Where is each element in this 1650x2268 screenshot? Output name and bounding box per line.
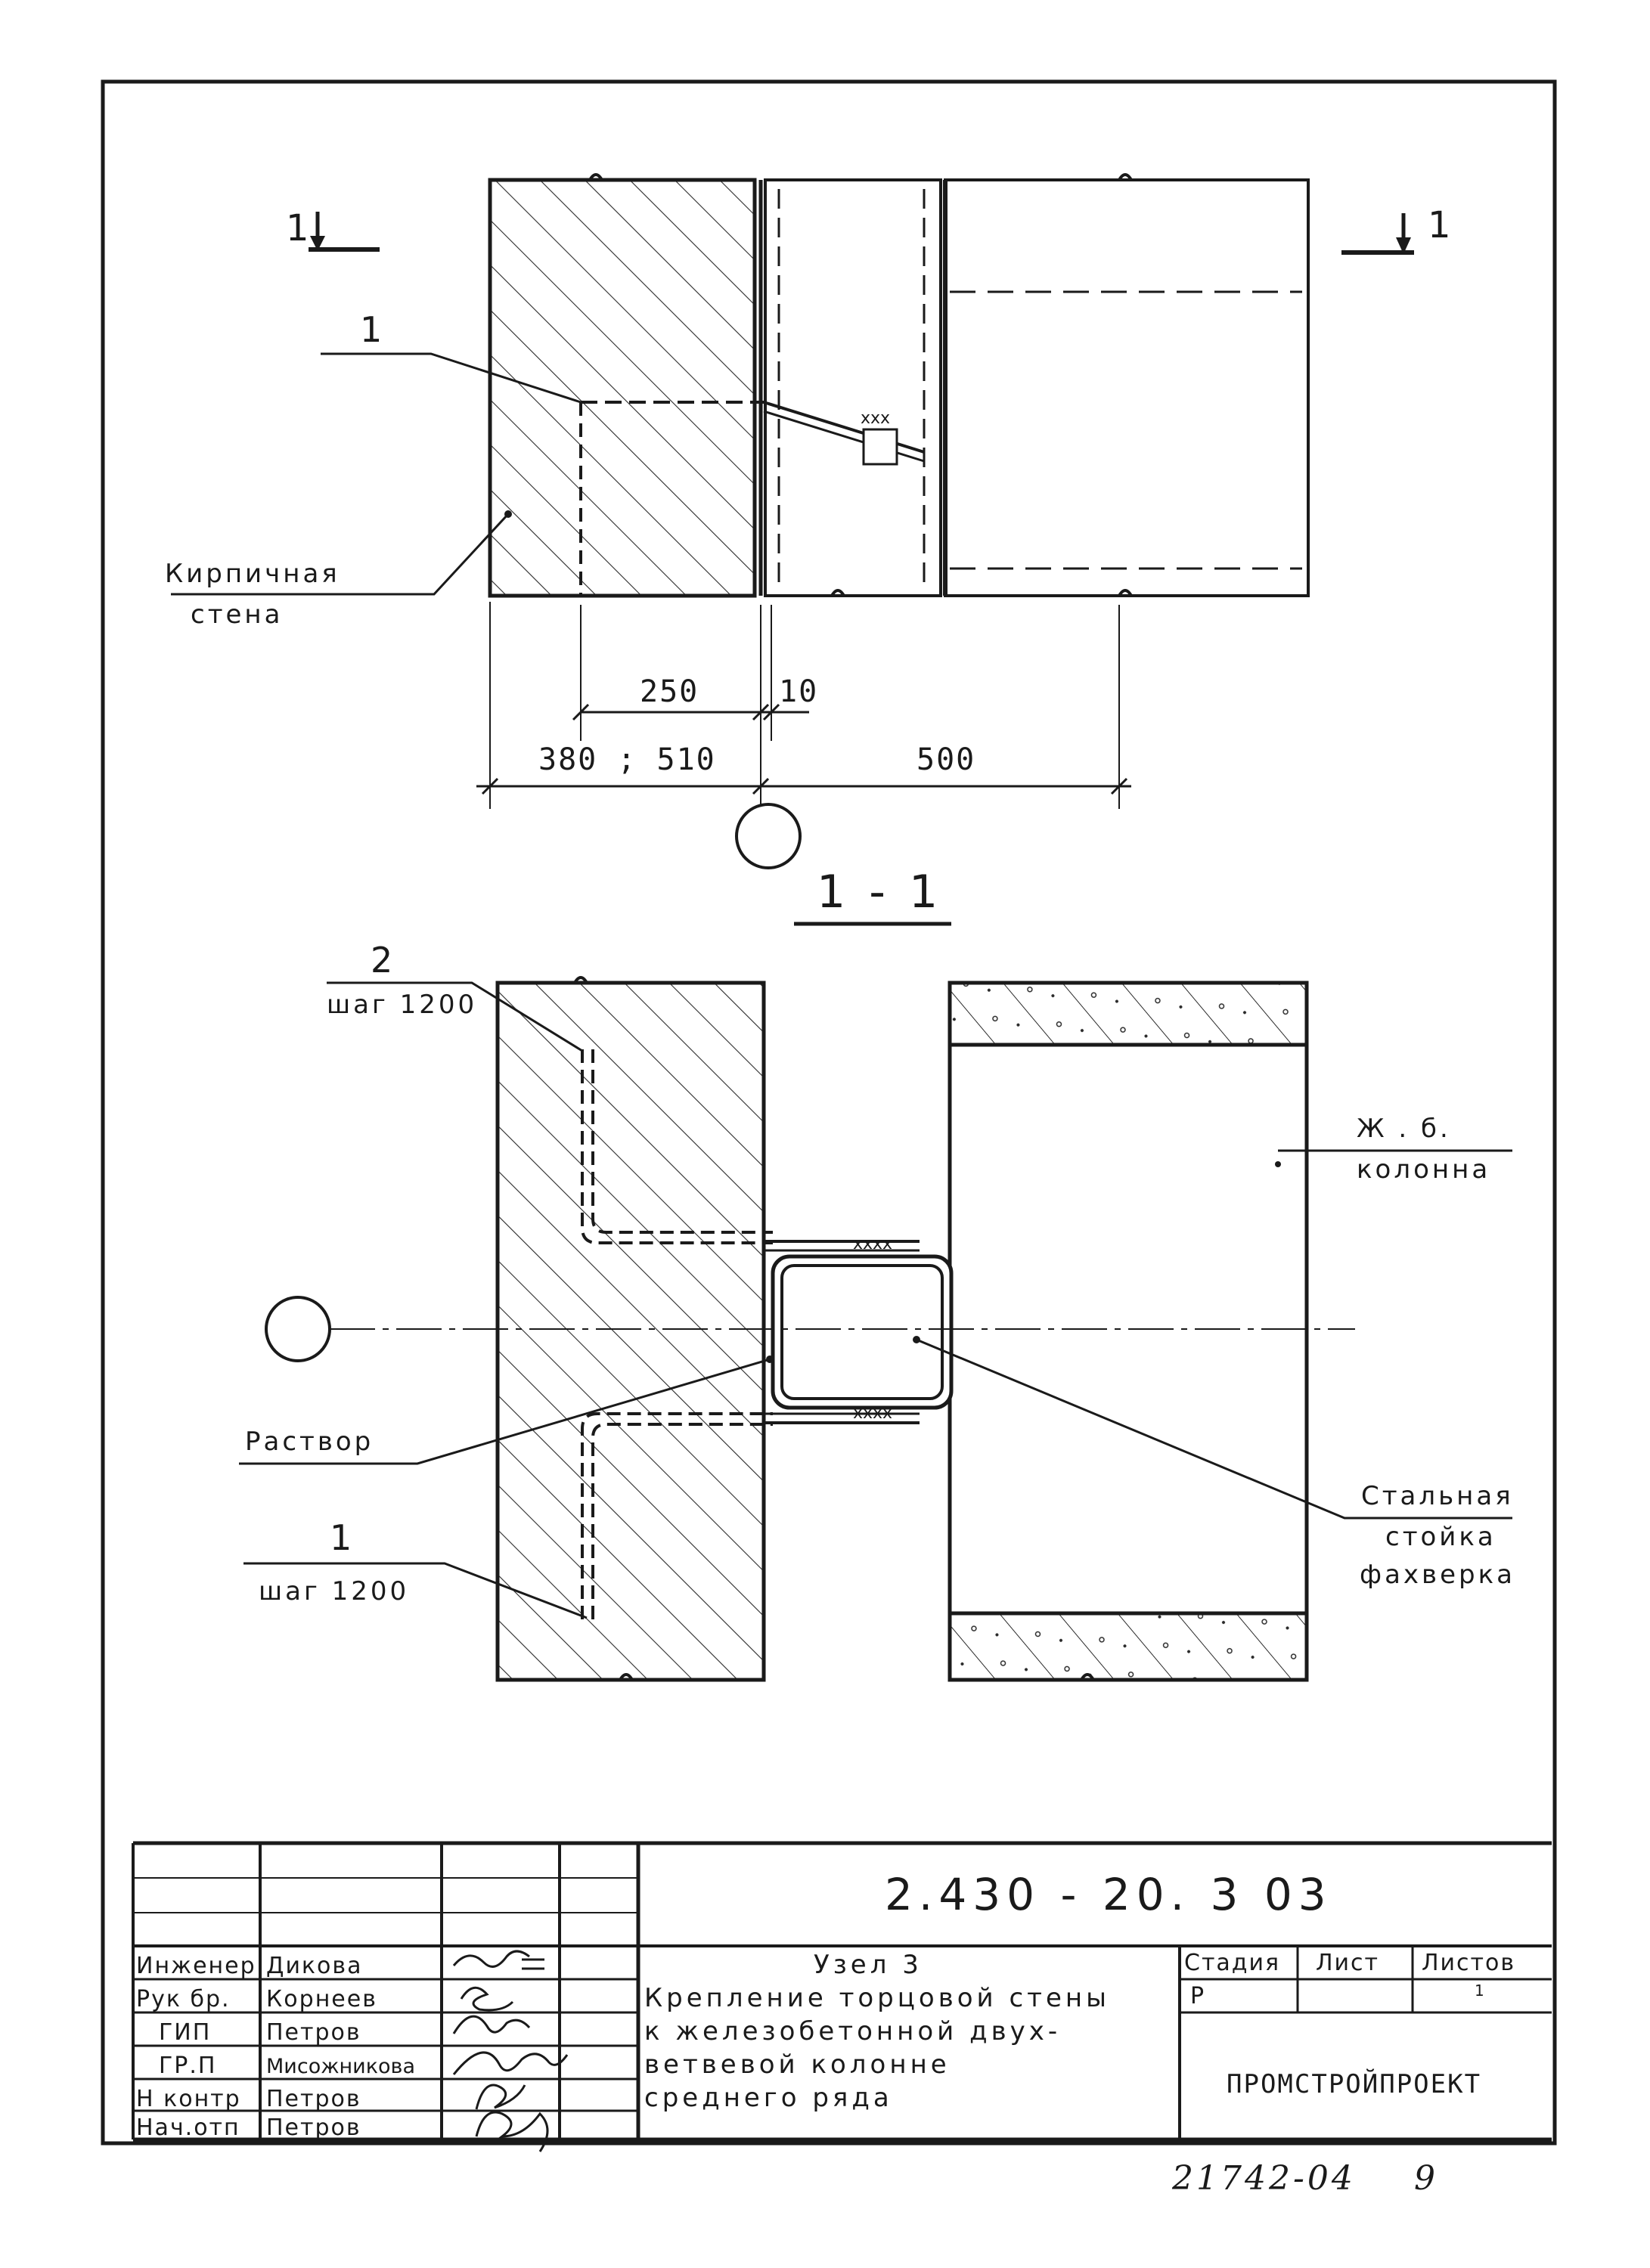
name-chief-specialist: Мисожникова xyxy=(266,2055,415,2078)
title-block: 2.430 - 20. 3 03 Инженер Рук бр. ГИП ГР.… xyxy=(132,1841,1552,2152)
axis-bubble-plan xyxy=(735,803,802,869)
column-label-2: колонна xyxy=(1357,1154,1490,1185)
role-chief-engineer: ГИП xyxy=(159,2019,211,2046)
anchor-rod-2-section xyxy=(581,1049,773,1244)
mortar-label: Раствор xyxy=(245,1427,374,1457)
page-number: 9 xyxy=(1414,2159,1438,2198)
weld-plate-plan xyxy=(862,428,898,466)
document-code: 2.430 - 20. 3 03 xyxy=(885,1869,1332,1920)
brick-wall-label-2: стена xyxy=(191,600,283,630)
axis-bubble-section xyxy=(265,1296,331,1362)
section-callout-1: 1 xyxy=(330,1517,356,1558)
steel-post-label-2: стойка xyxy=(1385,1522,1496,1552)
steel-post-plan xyxy=(764,178,942,597)
node-title: Узел 3 xyxy=(814,1950,923,1980)
desc-line-2: к железобетонной двух- xyxy=(644,2016,1061,2046)
organization-name: ПРОМСТРОЙПРОЕКТ xyxy=(1227,2068,1481,2099)
stage-header: Стадия xyxy=(1184,1950,1280,1976)
concrete-column-plan xyxy=(944,178,1310,597)
dim-380-510: 380 ; 510 xyxy=(538,742,716,777)
section-step-1: шаг 1200 xyxy=(259,1576,409,1606)
section-mark-right: 1 xyxy=(1428,204,1456,246)
plan-view: xxx 1 1 1 Кирпичная стена 250 10 xyxy=(165,173,1456,869)
archive-number: 21742-04 xyxy=(1171,2159,1356,2198)
anchor-rod-1-section xyxy=(581,1412,773,1619)
signatures xyxy=(452,1950,569,2152)
dim-10: 10 xyxy=(779,674,818,709)
concrete-flange-bottom xyxy=(948,1611,1309,1682)
dim-250: 250 xyxy=(640,674,699,709)
svg-text:xxxx: xxxx xyxy=(853,1235,892,1253)
plan-callout-1: 1 xyxy=(360,309,386,350)
sheet-header: Лист xyxy=(1316,1950,1379,1976)
role-norm-control: Н контр xyxy=(136,2086,241,2112)
concrete-column-section xyxy=(948,981,1309,1682)
desc-line-3: ветвевой колонне xyxy=(644,2050,951,2080)
svg-text:xxxx: xxxx xyxy=(853,1404,892,1423)
name-engineer: Дикова xyxy=(266,1953,362,1979)
steel-post-label-3: фахверка xyxy=(1360,1560,1515,1590)
name-norm-control: Петров xyxy=(266,2086,361,2112)
name-dept-head: Петров xyxy=(266,2115,361,2141)
column-label-1: Ж . б. xyxy=(1357,1114,1451,1144)
role-dept-head: Нач.отп xyxy=(136,2115,240,2141)
sheets-header: Листов xyxy=(1422,1950,1515,1976)
sheet-frame xyxy=(101,79,1557,2146)
role-chief-specialist: ГР.П xyxy=(159,2053,216,2079)
section-step-2: шаг 1200 xyxy=(327,990,477,1020)
name-chief-engineer: Петров xyxy=(266,2019,361,2046)
desc-line-4: среднего ряда xyxy=(644,2083,893,2113)
sheets-value: 1 xyxy=(1475,1981,1486,2000)
brick-wall-section xyxy=(495,981,766,1682)
brick-wall-label-1: Кирпичная xyxy=(165,559,340,589)
brick-wall-plan xyxy=(488,178,757,598)
name-group-lead: Корнеев xyxy=(266,1986,377,2012)
role-group-lead: Рук бр. xyxy=(136,1986,231,2012)
dim-500: 500 xyxy=(916,742,975,777)
steel-post-label-1: Стальная xyxy=(1361,1481,1514,1511)
stage-value: Р xyxy=(1190,1983,1205,2009)
section-mark-left: 1 xyxy=(286,207,314,249)
desc-line-1: Крепление торцовой стены xyxy=(644,1983,1110,2013)
role-engineer: Инженер xyxy=(136,1953,256,1979)
section-view: 1 - 1 xxxx xxxx 2 шаг 1200 1 xyxy=(239,866,1515,1682)
steel-post-section xyxy=(771,1254,954,1410)
section-title: 1 - 1 xyxy=(817,866,942,919)
weld-marks: xxx xyxy=(861,409,890,428)
concrete-flange-top xyxy=(948,981,1309,1047)
section-callout-2: 2 xyxy=(371,940,397,981)
